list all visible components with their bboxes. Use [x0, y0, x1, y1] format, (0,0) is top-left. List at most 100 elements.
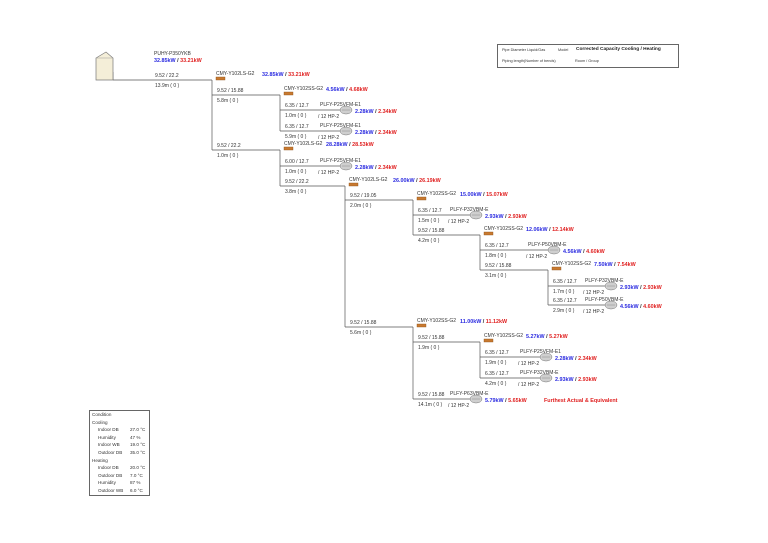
- indoor-model: PLFY-P25VFM-E1: [320, 158, 361, 164]
- branch-joint-icon: [416, 196, 427, 201]
- legend-box: Pipe Diameter Liquid/Gas Model Corrected…: [497, 44, 679, 68]
- cooling-capacity: 5.27kW: [526, 334, 545, 340]
- pipe-length-label: 5.8m ( 0 ): [217, 98, 239, 104]
- pipe-diameter-label: 9.52 / 22.2: [285, 179, 309, 185]
- indoor-capacity: 2.93kW / 2.93kW: [485, 214, 528, 220]
- pipe-diameter-label: 9.52 / 15.88: [418, 228, 445, 234]
- cooling-heading: Cooling: [92, 419, 108, 425]
- cooling-capacity: 4.56kW: [563, 249, 582, 255]
- indoor-room: / 12 HP-2: [318, 170, 339, 176]
- cond-label: Outdoor DB: [98, 449, 123, 455]
- capacity-separator: /: [545, 334, 550, 340]
- cooling-capacity: 2.28kW: [355, 109, 374, 115]
- joint-capacity: 4.56kW / 4.68kW: [326, 87, 369, 93]
- cooling-capacity: 4.56kW: [620, 304, 639, 310]
- joint-capacity: 12.06kW / 12.14kW: [526, 227, 575, 233]
- cond-value: 19.0 °C: [130, 442, 146, 448]
- joint-capacity: 11.00kW / 11.12kW: [460, 319, 508, 325]
- joint-model: CMY-Y102LS-G2: [349, 177, 388, 183]
- heating-capacity: 5.65kW: [508, 398, 527, 404]
- indoor-room: / 12 HP-2: [318, 114, 339, 120]
- joint-model: CMY-Y102SS-G2: [552, 261, 591, 267]
- indoor-capacity: 2.93kW / 2.93kW: [620, 285, 663, 291]
- indoor-model: PLFY-P25VFM-E1: [320, 102, 361, 108]
- indoor-capacity: 2.28kW / 2.34kW: [355, 130, 398, 136]
- joint-capacity: 26.00kW / 26.19kW: [393, 178, 442, 184]
- indoor-capacity: 2.93kW / 2.93kW: [555, 377, 598, 383]
- cond-label: Indoor DB: [98, 427, 119, 433]
- legend-title: Corrected Capacity Cooling / Heating: [576, 47, 661, 52]
- heating-capacity: 26.19kW: [419, 178, 441, 184]
- heating-capacity: 11.12kW: [486, 319, 508, 325]
- capacity-separator: /: [374, 165, 379, 171]
- branch-joint-icon: [283, 91, 294, 96]
- joint-capacity: 28.28kW / 28.53kW: [326, 142, 375, 148]
- joint-model: CMY-Y102SS-G2: [417, 191, 456, 197]
- joint-capacity: 7.50kW / 7.54kW: [594, 262, 637, 268]
- pipe-diameter-label: 9.52 / 15.88: [485, 263, 512, 269]
- pipe-length-label: 1.0m ( 0 ): [285, 113, 307, 119]
- heating-capacity: 4.60kW: [643, 304, 662, 310]
- legend-model: Model: [558, 48, 569, 52]
- indoor-capacity: 4.56kW / 4.60kW: [620, 304, 663, 310]
- cooling-capacity: 28.28kW: [326, 142, 348, 148]
- heating-capacity: 2.93kW: [643, 285, 662, 291]
- joint-model: CMY-Y102LS-G2: [284, 141, 323, 147]
- furthest-label: Furthest Actual & Equivalent: [544, 398, 618, 404]
- outdoor-capacity: 32.85kW / 33.21kW: [154, 58, 203, 64]
- indoor-model: PLFY-P25VFM-E1: [320, 123, 361, 129]
- cooling-capacity: 2.93kW: [620, 285, 639, 291]
- indoor-room: / 12 HP-2: [518, 361, 539, 367]
- legend-pipe-diameter: Pipe Diameter Liquid/Gas: [502, 48, 546, 52]
- cond-label: Indoor WB: [98, 442, 120, 448]
- indoor-capacity: 2.28kW / 2.34kW: [355, 165, 398, 171]
- cooling-capacity: 11.00kW: [460, 319, 482, 325]
- pipe-length-label: 1.0m ( 0 ): [285, 169, 307, 175]
- cond-label: Humidity: [98, 480, 116, 486]
- heating-capacity: 2.34kW: [378, 165, 397, 171]
- branch-joint-icon: [348, 182, 359, 187]
- cooling-capacity: 15.00kW: [460, 192, 482, 198]
- capacity-separator: /: [574, 356, 579, 362]
- joint-capacity: 15.00kW / 15.07kW: [460, 192, 509, 198]
- pipe-diameter-label: 6.35 / 12.7: [485, 371, 509, 377]
- indoor-room: / 12 HP-2: [583, 290, 604, 296]
- indoor-model: PLFY-P50VBM-E: [585, 297, 624, 303]
- joint-model: CMY-Y102SS-G2: [484, 333, 523, 339]
- heating-capacity: 33.21kW: [180, 58, 202, 64]
- pipe-length-label: 3.1m ( 0 ): [485, 273, 507, 279]
- pipe-length-label: 1.8m ( 0 ): [485, 253, 507, 259]
- branch-joint-icon: [483, 231, 494, 236]
- pipe-length-label: 4.2m ( 0 ): [485, 381, 507, 387]
- diagram-items: 9.52 / 22.213.9m ( 0 )9.52 / 15.885.8m (…: [95, 51, 663, 409]
- heating-capacity: 2.34kW: [378, 130, 397, 136]
- cond-label: Indoor DB: [98, 465, 119, 471]
- joint-model: CMY-Y102LS-G2: [216, 71, 255, 77]
- pipe-diameter-label: 6.00 / 12.7: [285, 159, 309, 165]
- pipe-diameter-label: 9.52 / 22.2: [155, 73, 179, 79]
- indoor-capacity: 2.28kW / 2.34kW: [555, 356, 598, 362]
- cooling-capacity: 2.93kW: [555, 377, 574, 383]
- indoor-capacity: 5.79kW / 5.65kW: [485, 398, 528, 404]
- pipe-diameter-label: 9.52 / 15.88: [217, 88, 244, 94]
- capacity-separator: /: [548, 227, 553, 233]
- indoor-capacity: 4.56kW / 4.60kW: [563, 249, 606, 255]
- branch-joint-icon: [483, 338, 494, 343]
- indoor-room: / 12 HP-2: [518, 382, 539, 388]
- cond-value: 27.0 °C: [130, 427, 146, 433]
- cond-value: 47 %: [130, 434, 141, 440]
- legend-room: Room / Group: [575, 59, 599, 63]
- indoor-model: PLFY-P63VBM-E: [450, 391, 489, 397]
- branch-joint-icon: [215, 76, 226, 81]
- capacity-separator: /: [639, 285, 644, 291]
- joint-model: CMY-Y102SS-G2: [417, 318, 456, 324]
- branch-joint-icon: [416, 323, 427, 328]
- capacity-separator: /: [176, 58, 181, 64]
- indoor-room: / 12 HP-2: [318, 135, 339, 141]
- pipe-diameter-label: 9.52 / 22.2: [217, 143, 241, 149]
- pipe-diameter-label: 9.52 / 15.88: [418, 392, 445, 398]
- indoor-model: PLFY-P25VFM-E1: [520, 349, 561, 355]
- pipe-diameter-label: 9.52 / 15.88: [350, 320, 377, 326]
- pipe-lines: [112, 72, 605, 400]
